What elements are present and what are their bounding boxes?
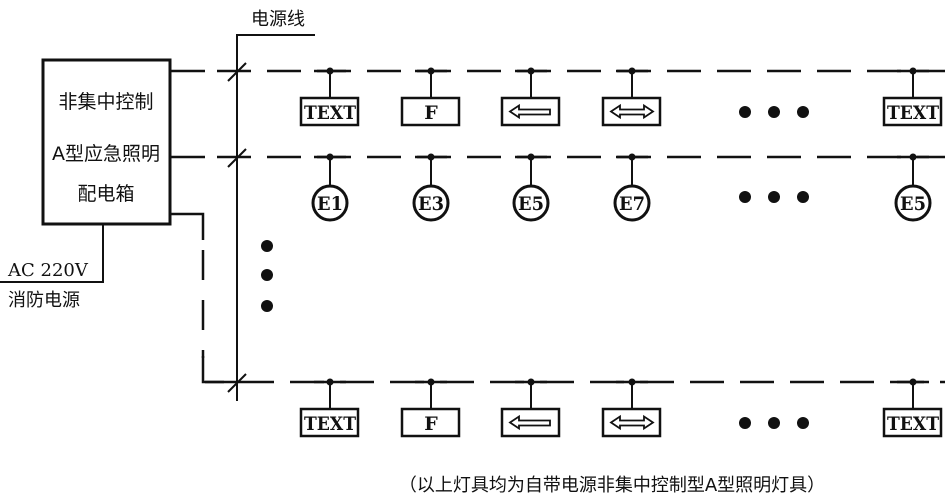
- branch-feed-solid: [170, 212, 205, 240]
- ellipsis-dot: [797, 191, 809, 203]
- sign-box: [400, 96, 461, 127]
- fixture-box-text: TEXT: [882, 378, 943, 438]
- ellipsis-dot: [797, 417, 809, 429]
- fixture-circle: E5: [512, 153, 550, 222]
- fixture-box-arrow-both: [601, 378, 662, 438]
- arrow-both-icon: [609, 414, 655, 431]
- power-line-label: 电源线: [251, 9, 305, 30]
- emergency-light-circle: [613, 184, 651, 222]
- ellipsis-dot: [261, 240, 273, 252]
- fixture-box-text: TEXT: [299, 67, 360, 127]
- supply-source-label: 消防电源: [8, 290, 80, 311]
- ellipsis-dot: [261, 300, 273, 312]
- power-riser-line: [236, 34, 315, 401]
- sign-label: TEXT: [304, 102, 356, 124]
- ellipsis-dot: [739, 106, 751, 118]
- fixture-circle: E7: [613, 153, 651, 222]
- emergency-light-label: E7: [619, 193, 645, 215]
- arrow-left-icon: [508, 414, 551, 431]
- supply-voltage-label: AC 220V: [7, 260, 89, 281]
- sign-label: TEXT: [887, 102, 939, 124]
- fixture-row: TEXT F TEXT: [205, 373, 945, 438]
- panel-label-line-2: A型应急照明: [52, 143, 160, 165]
- emergency-light-label: E3: [418, 193, 444, 215]
- ellipsis-dot: [797, 106, 809, 118]
- emergency-light-circle: [311, 184, 349, 222]
- fixture-box-arrow-left: [500, 378, 561, 438]
- emergency-light-circle: [512, 184, 550, 222]
- sign-box: [882, 96, 943, 127]
- fixture-box-text: F: [400, 378, 461, 438]
- sign-box: [400, 407, 461, 438]
- emergency-light-circle: [894, 184, 932, 222]
- ellipsis-dot: [768, 417, 780, 429]
- fixture-circle: E3: [412, 153, 450, 222]
- supply-feed-line: [0, 224, 104, 283]
- fixture-box-arrow-both: [601, 67, 662, 127]
- ellipsis-dot: [261, 269, 273, 281]
- emergency-light-label: E1: [317, 193, 343, 215]
- arrow-left-icon: [508, 103, 551, 120]
- footnote: （以上灯具均为自带电源非集中控制型A型照明灯具）: [399, 475, 825, 496]
- sign-label: F: [424, 102, 438, 124]
- fixture-circle: E1: [311, 153, 349, 222]
- emergency-light-label: E5: [900, 193, 926, 215]
- crossing-tick: [227, 62, 247, 82]
- sign-label: TEXT: [887, 413, 939, 435]
- ellipsis-dot: [739, 417, 751, 429]
- emergency-light-circle: [412, 184, 450, 222]
- ellipsis-dot: [739, 191, 751, 203]
- panel-label-line-1: 非集中控制: [58, 91, 153, 113]
- fixture-box-arrow-left: [500, 67, 561, 127]
- distribution-panel-box: [41, 58, 172, 226]
- fixture-box-text: F: [400, 67, 461, 127]
- sign-label: TEXT: [304, 413, 356, 435]
- ellipsis-dot: [768, 106, 780, 118]
- emergency-light-label: E5: [518, 193, 544, 215]
- fixture-box-text: TEXT: [299, 378, 360, 438]
- branch-feed-corner: [201, 356, 240, 384]
- sign-label: F: [424, 413, 438, 435]
- ellipsis-dot: [768, 191, 780, 203]
- sign-box: [299, 407, 360, 438]
- sign-box: [882, 407, 943, 438]
- sign-box: [299, 96, 360, 127]
- fixture-box-text: TEXT: [882, 67, 943, 127]
- arrow-both-icon: [609, 103, 655, 120]
- panel-label-line-3: 配电箱: [77, 183, 134, 205]
- crossing-tick: [227, 373, 247, 393]
- fixture-row: TEXT F TEXT: [170, 62, 945, 127]
- crossing-tick: [227, 148, 247, 168]
- fixture-circle: E5: [894, 153, 932, 222]
- fixture-row: E1 E3 E5 E7 E5: [170, 148, 945, 222]
